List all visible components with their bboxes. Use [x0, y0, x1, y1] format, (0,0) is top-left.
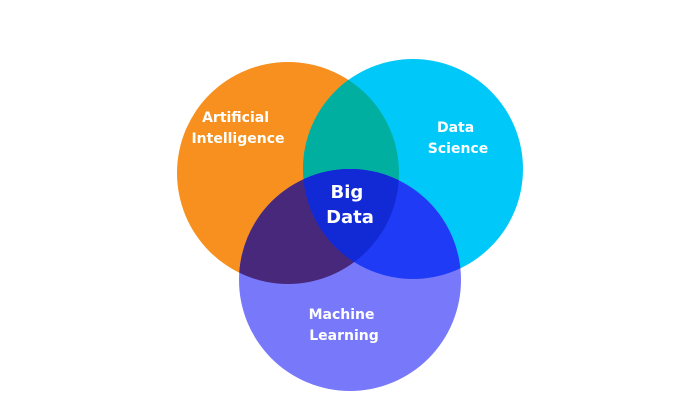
label-big-data: Big Data	[326, 182, 374, 228]
intersection-ds-ml	[303, 169, 461, 279]
label-data-science: Data Science	[428, 120, 488, 157]
label-machine-learning: Machine Learning	[309, 307, 380, 344]
label-artificial-intelligence: Artificial Intelligence	[191, 110, 284, 147]
